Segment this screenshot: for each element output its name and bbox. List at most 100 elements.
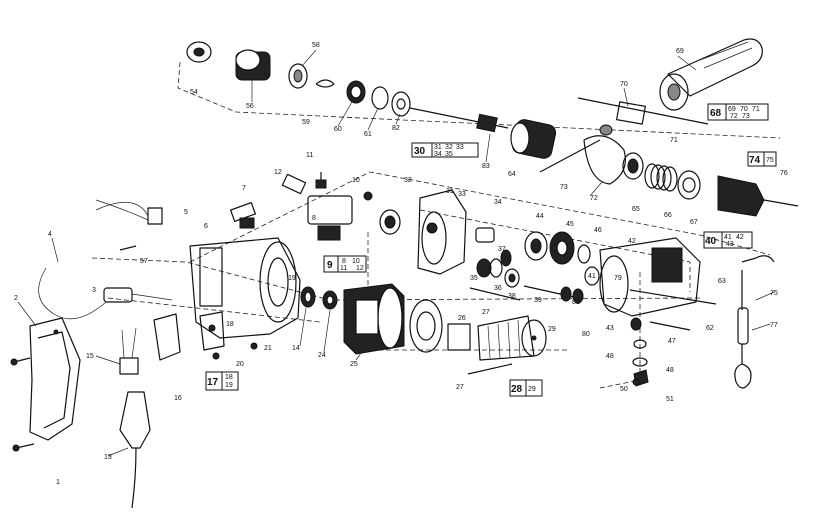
label-77: 77 (770, 322, 778, 329)
label-60: 60 (334, 126, 342, 133)
part-45-gear-shape (549, 231, 575, 265)
part-6-motor-housing-shape (189, 237, 301, 339)
kit-30-ref-5: 35 (445, 151, 453, 158)
part-46-ring-shape (577, 244, 591, 264)
label-15: 15 (86, 353, 94, 360)
label-51: 51 (666, 396, 674, 403)
kit-40-box: 40 41 42 43 (703, 231, 753, 249)
part-62-washer-shape (391, 91, 411, 117)
kit-68-box: 68 69 70 71 72 73 (707, 103, 769, 121)
label-32: 32 (404, 177, 412, 184)
part-61-ring-shape (371, 86, 389, 110)
part-62-pin-shape (649, 321, 691, 331)
label-2: 2 (14, 295, 18, 302)
label-65: 65 (632, 206, 640, 213)
kit-30-ref-4: 34 (434, 151, 442, 158)
part-31-gear-case-shape (417, 189, 467, 275)
part-13-cord-shape (119, 391, 151, 509)
label-45: 45 (566, 221, 574, 228)
part-80-shaft-shape (523, 285, 584, 304)
part-handle-screw-bottom-shape (12, 443, 35, 452)
part-15-switch-leads-shape (119, 327, 139, 375)
label-75: 75 (770, 290, 778, 297)
part-38-washer-shape (504, 268, 520, 288)
part-54-cap-shape (186, 41, 212, 63)
part-67-ring-shape (677, 170, 701, 200)
label-62: 62 (706, 325, 714, 332)
kit-68-ref-5: 73 (742, 113, 750, 120)
part-shapes (10, 38, 799, 509)
label-36: 36 (494, 285, 502, 292)
part-32-bearing-shape (379, 209, 401, 235)
part-72-housing-shape (583, 124, 626, 185)
label-64: 64 (508, 171, 516, 178)
label-4: 4 (48, 231, 52, 238)
label-27a: 27 (482, 309, 490, 316)
label-19: 19 (288, 275, 296, 282)
label-10: 10 (352, 177, 360, 184)
label-18: 18 (226, 321, 234, 328)
label-66: 66 (664, 212, 672, 219)
label-67: 67 (690, 219, 698, 226)
label-56: 56 (246, 103, 254, 110)
part-36-gear-shape (489, 258, 503, 278)
part-3-terminal-shape (103, 287, 173, 303)
part-27b-screw-shape (467, 363, 513, 375)
label-14: 14 (292, 345, 300, 352)
kit-references: 30 31 32 33 34 35 68 69 70 71 72 73 74 7… (205, 103, 777, 397)
label-13: 13 (104, 454, 112, 461)
label-42: 42 (628, 238, 636, 245)
label-21: 21 (264, 345, 272, 352)
label-26: 26 (458, 315, 466, 322)
kit-28-box: 28 29 (509, 379, 543, 397)
kit-28-main: 28 (511, 384, 523, 395)
label-83: 83 (482, 163, 490, 170)
label-29: 29 (548, 326, 556, 333)
label-59: 59 (302, 119, 310, 126)
label-12: 12 (274, 169, 282, 176)
label-8: 8 (312, 215, 316, 222)
part-7-brush-holder-shape (230, 201, 256, 229)
part-70-depth-rod-shape (577, 97, 709, 125)
label-5: 5 (184, 209, 188, 216)
kit-40-ref-2: 42 (736, 234, 744, 241)
part-64-gear-shape (510, 119, 557, 159)
part-43-pin-shape (630, 317, 642, 331)
label-46: 46 (594, 227, 602, 234)
label-47: 47 (668, 338, 676, 345)
part-76-chuck-shape (717, 175, 799, 217)
kit-30-main: 30 (414, 146, 426, 157)
kit-68-ref-1: 69 (728, 106, 736, 113)
label-70: 70 (620, 81, 628, 88)
part-65-ring-shape (622, 152, 644, 180)
label-50: 50 (620, 386, 628, 393)
kit-9-ref-2: 10 (352, 258, 360, 265)
part-60-washer-shape (346, 80, 366, 104)
part-73-bolt-shape (539, 139, 601, 173)
label-27b: 27 (456, 384, 464, 391)
kit-30-box: 30 31 32 33 34 35 (411, 142, 479, 158)
part-27a-screw-shape (469, 287, 521, 301)
part-83-spindle-shape (409, 107, 509, 133)
part-8-switch-body-shape (307, 195, 353, 241)
part-14-bearing-shape (300, 286, 316, 308)
leader-lines (17, 49, 775, 457)
part-28-armature-shape (447, 315, 547, 361)
label-6: 6 (204, 223, 208, 230)
part-18-plate-shape (153, 313, 181, 361)
kit-30-ref-2: 32 (445, 144, 453, 151)
part-66-spring-shape (644, 163, 678, 192)
kit-9-ref-1: 8 (342, 258, 346, 265)
label-43: 43 (606, 325, 614, 332)
part-24-bearing-shape (322, 290, 338, 310)
label-73: 73 (560, 184, 568, 191)
label-81: 81 (572, 299, 580, 306)
part-44-gear-shape (524, 231, 548, 261)
kit-74-box: 74 75 (747, 151, 777, 167)
label-71: 71 (670, 137, 678, 144)
part-48a-ring-shape (633, 339, 647, 349)
part-12-contact-shape (281, 173, 307, 195)
part-58-bearing-shape (288, 63, 308, 89)
label-11: 11 (306, 152, 313, 159)
kit-17-ref-1: 18 (225, 374, 233, 381)
